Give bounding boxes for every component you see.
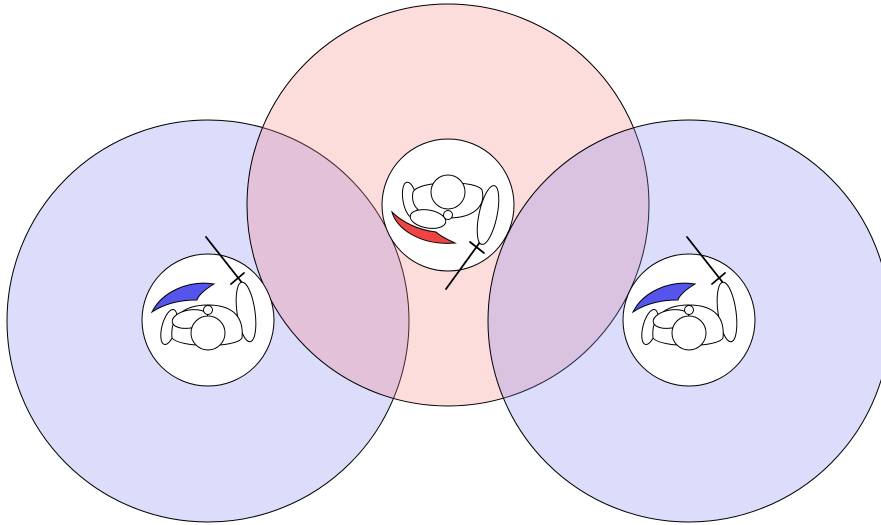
neck-left xyxy=(204,306,213,315)
head-center xyxy=(431,175,465,209)
neck-right xyxy=(685,306,694,315)
head-left xyxy=(191,316,225,350)
neck-center xyxy=(444,211,453,220)
head-right xyxy=(672,316,706,350)
